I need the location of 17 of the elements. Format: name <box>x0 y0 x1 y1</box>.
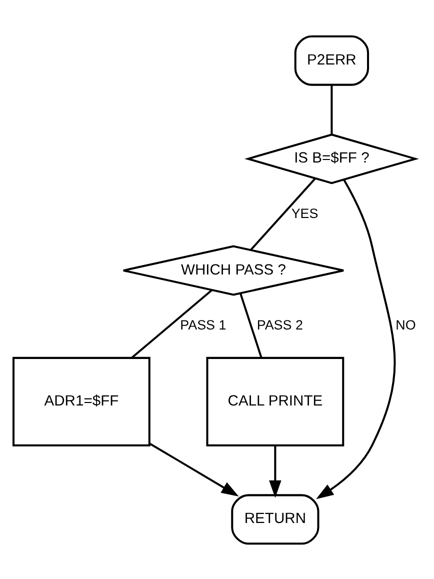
arrow <box>149 442 239 496</box>
connector <box>330 84 333 134</box>
arrow <box>316 178 396 499</box>
arrow <box>269 445 282 498</box>
node-diamond: IS B=$FF ? <box>244 133 419 184</box>
node-box: CALL PRINTE <box>206 356 344 446</box>
node-diamond: WHICH PASS ? <box>122 244 345 296</box>
connector <box>250 177 316 250</box>
edge-label: PASS 2 <box>256 317 303 332</box>
edge-label: PASS 1 <box>180 317 226 332</box>
edge-label: YES <box>291 206 318 221</box>
node-box: ADR1=$FF <box>12 356 150 446</box>
connector <box>131 288 212 358</box>
edge-label: NO <box>396 317 416 332</box>
connector <box>240 292 262 358</box>
node-box: P2ERR <box>294 34 370 86</box>
node-box: RETURN <box>231 494 320 544</box>
